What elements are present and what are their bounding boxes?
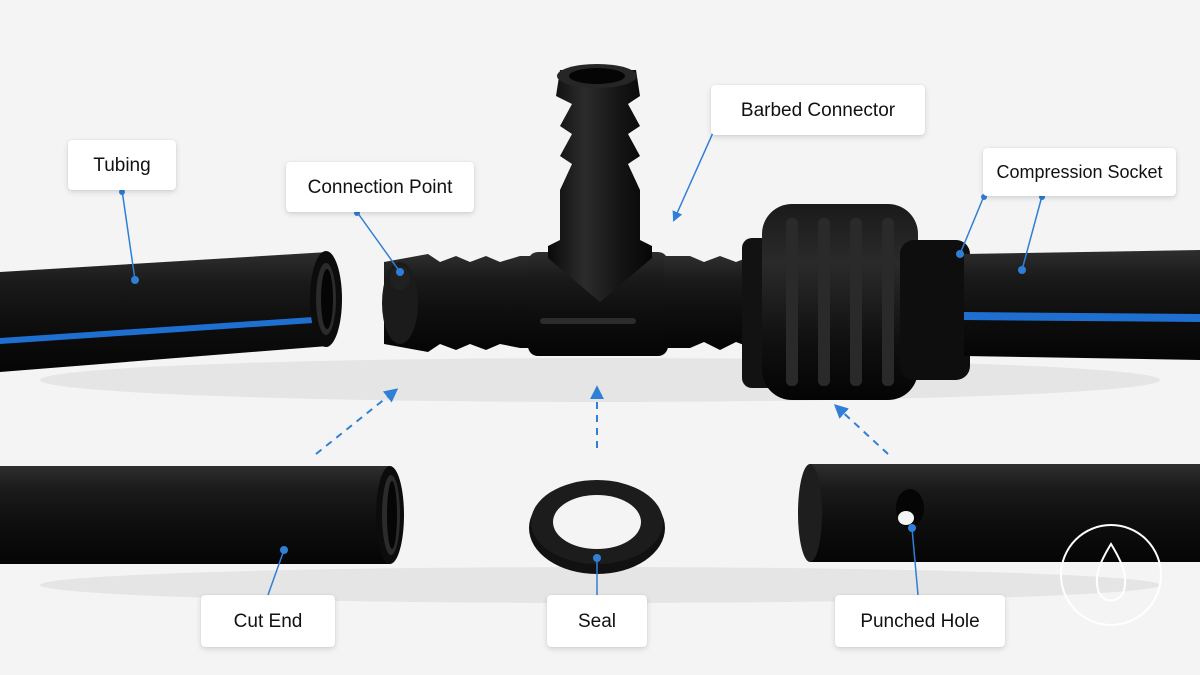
- water-drop-icon: [1060, 524, 1162, 626]
- label-compression-socket: Compression Socket: [983, 148, 1176, 196]
- assembly-arrows: [315, 385, 889, 455]
- tubing-cut-end: [0, 466, 404, 564]
- label-punched-hole: Punched Hole: [835, 595, 1005, 647]
- compression-socket: [742, 204, 970, 400]
- label-barbed-connector: Barbed Connector: [711, 85, 925, 135]
- tubing-main-right: [964, 250, 1200, 360]
- label-tubing: Tubing: [68, 140, 176, 190]
- tubing-punched: [798, 464, 1200, 562]
- seal-ring: [529, 480, 665, 574]
- barbed-tee-connector: [382, 64, 770, 356]
- leader-lines: [121, 125, 1043, 596]
- label-seal: Seal: [547, 595, 647, 647]
- label-cut-end: Cut End: [201, 595, 335, 647]
- tubing-main-left: [0, 251, 342, 372]
- label-connection-point: Connection Point: [286, 162, 474, 212]
